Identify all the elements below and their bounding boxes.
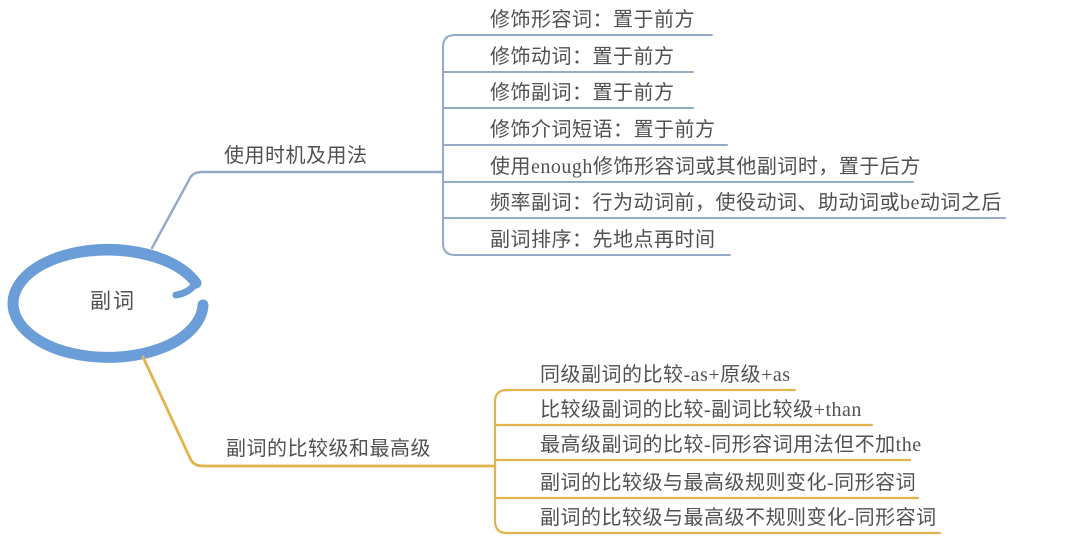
branch2-child-3[interactable]: 最高级副词的比较-同形容词用法但不加the: [540, 434, 922, 456]
branch2-child-5[interactable]: 副词的比较级与最高级不规则变化-同形容词: [540, 507, 937, 529]
branch1-child-6[interactable]: 频率副词：行为动词前，使役动词、助动词或be动词之后: [490, 192, 1002, 214]
branch1-child-2[interactable]: 修饰动词：置于前方: [490, 46, 675, 68]
branch1-label[interactable]: 使用时机及用法: [224, 145, 368, 167]
branch2-lines: [141, 355, 942, 535]
branch1-lines: [150, 34, 1006, 256]
branch1-child-7[interactable]: 副词排序：先地点再时间: [490, 229, 716, 251]
branch2-child-4[interactable]: 副词的比较级与最高级规则变化-同形容词: [540, 472, 917, 494]
branch1-child-4[interactable]: 修饰介词短语：置于前方: [490, 119, 716, 141]
root-circle: [7, 243, 209, 363]
branch1-connector: [150, 170, 445, 250]
branch1-child-1[interactable]: 修饰形容词：置于前方: [490, 9, 695, 31]
branch2-spine: [493, 388, 509, 535]
branch1-child-5[interactable]: 使用enough修饰形容词或其他副词时，置于后方: [490, 156, 921, 178]
branch1-child-3[interactable]: 修饰副词：置于前方: [490, 82, 675, 104]
branch2-child-2[interactable]: 比较级副词的比较-副词比较级+than: [540, 399, 862, 421]
root-circle-emphasis: [11, 250, 193, 303]
root-circle-curl: [172, 279, 200, 299]
root-circle-stroke: [7, 243, 209, 363]
root-node-label[interactable]: 副词: [90, 289, 136, 313]
branch2-child-1[interactable]: 同级副词的比较-as+原级+as: [540, 364, 791, 386]
branch2-label[interactable]: 副词的比较级和最高级: [226, 438, 431, 460]
branch2-connector: [141, 355, 497, 468]
